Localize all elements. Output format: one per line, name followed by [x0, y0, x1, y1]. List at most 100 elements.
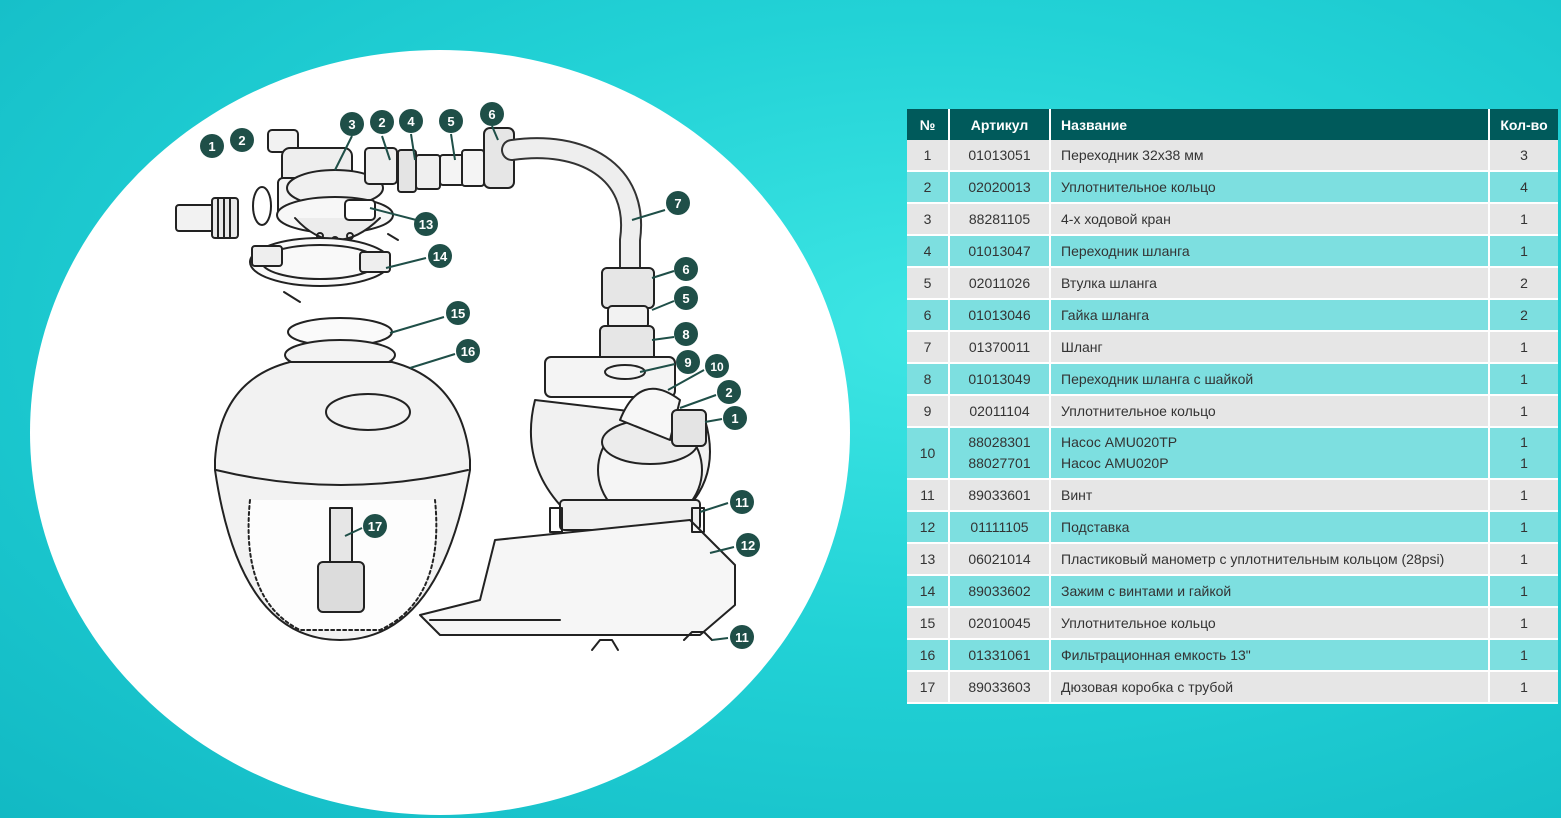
svg-text:14: 14: [433, 249, 448, 264]
cell-num: 11: [907, 479, 950, 512]
table-row: 17 89033603 Дюзовая коробка с трубой 1: [907, 671, 1558, 704]
callout-8: 8: [674, 322, 698, 346]
cell-article: 89033603: [949, 671, 1051, 704]
cell-article: 01331061: [949, 639, 1051, 672]
callout-10: 10: [705, 354, 729, 378]
svg-text:10: 10: [710, 360, 724, 374]
cell-name: Переходник шланга с шайкой: [1050, 363, 1490, 396]
cell-qty: 1: [1489, 511, 1558, 544]
svg-text:9: 9: [684, 355, 691, 370]
header-num: №: [907, 109, 950, 140]
svg-text:6: 6: [682, 262, 689, 277]
cell-qty-line: 1: [1520, 455, 1528, 471]
cell-name: Втулка шланга: [1050, 267, 1490, 300]
cell-name-line: Насос AMU020TP: [1061, 434, 1178, 450]
svg-text:12: 12: [741, 538, 755, 553]
callout-11-top: 11: [730, 490, 754, 514]
cell-article: 02010045: [949, 607, 1051, 640]
callout-13: 13: [414, 212, 438, 236]
cell-name: Подставка: [1050, 511, 1490, 544]
cell-name: Переходник шланга: [1050, 235, 1490, 268]
callout-5-bottom: 5: [674, 286, 698, 310]
cell-article: 02011104: [949, 395, 1051, 428]
hose: [483, 127, 655, 363]
cell-name: Уплотнительное кольцо: [1050, 607, 1490, 640]
cell-num: 3: [907, 203, 950, 236]
cell-article: 01013051: [949, 140, 1051, 172]
table-row: 15 02010045 Уплотнительное кольцо 1: [907, 607, 1558, 640]
callout-17: 17: [363, 514, 387, 538]
cell-name: Шланг: [1050, 331, 1490, 364]
cell-qty: 4: [1489, 171, 1558, 204]
callout-1-valve-left: 1: [200, 134, 224, 158]
cell-num: 15: [907, 607, 950, 640]
svg-text:5: 5: [682, 291, 689, 306]
callout-9: 9: [676, 350, 700, 374]
cell-name: 4-х ходовой кран: [1050, 203, 1490, 236]
header-name: Название: [1050, 109, 1490, 140]
cell-qty: 2: [1489, 299, 1558, 332]
callout-6-bottom: 6: [674, 257, 698, 281]
svg-text:16: 16: [461, 344, 475, 359]
cell-article: 88281105: [949, 203, 1051, 236]
header-article: Артикул: [949, 109, 1051, 140]
cell-article: 89033602: [949, 575, 1051, 608]
cell-num: 16: [907, 639, 950, 672]
cell-qty: 2: [1489, 267, 1558, 300]
callout-7: 7: [666, 191, 690, 215]
table-row: 10 88028301 88027701 Насос AMU020TP Насо…: [907, 427, 1558, 480]
parts-table: № Артикул Название Кол-во 1 01013051 Пер…: [907, 109, 1558, 704]
filter-tank: [214, 317, 471, 641]
cell-article: 88028301 88027701: [949, 427, 1051, 480]
table-row: 8 01013049 Переходник шланга с шайкой 1: [907, 363, 1558, 396]
multiport-valve: [175, 129, 485, 252]
cell-qty: 1: [1489, 607, 1558, 640]
svg-text:11: 11: [735, 630, 749, 645]
table-row: 2 02020013 Уплотнительное кольцо 4: [907, 171, 1558, 204]
cell-num: 13: [907, 543, 950, 576]
table-row: 6 01013046 Гайка шланга 2: [907, 299, 1558, 332]
cell-name-line: Насос AMU020P: [1061, 455, 1169, 471]
svg-text:4: 4: [407, 114, 415, 129]
cell-name: Гайка шланга: [1050, 299, 1490, 332]
cell-name: Винт: [1050, 479, 1490, 512]
cell-qty: 1: [1489, 395, 1558, 428]
svg-text:2: 2: [238, 133, 245, 148]
callout-16: 16: [456, 339, 480, 363]
cell-name: Дюзовая коробка с трубой: [1050, 671, 1490, 704]
callout-14: 14: [428, 244, 452, 268]
svg-text:11: 11: [735, 495, 749, 510]
exploded-parts-diagram: 1 2 3 2 4 5 6 7 13 14 6 5 8 9 10 2 1 15 …: [175, 102, 760, 651]
table-row: 3 88281105 4-х ходовой кран 1: [907, 203, 1558, 236]
svg-text:6: 6: [488, 107, 495, 122]
cell-qty: 1: [1489, 575, 1558, 608]
cell-article: 01111105: [949, 511, 1051, 544]
cell-num: 17: [907, 671, 950, 704]
cell-name: Насос AMU020TP Насос AMU020P: [1050, 427, 1490, 480]
callout-15: 15: [446, 301, 470, 325]
cell-name: Пластиковый манометр с уплотнительным ко…: [1050, 543, 1490, 576]
cell-qty: 1: [1489, 363, 1558, 396]
cell-name: Уплотнительное кольцо: [1050, 171, 1490, 204]
table-row: 7 01370011 Шланг 1: [907, 331, 1558, 364]
cell-qty: 1: [1489, 543, 1558, 576]
pump-stand: [419, 507, 736, 651]
cell-num: 14: [907, 575, 950, 608]
callout-2-valve-right: 2: [370, 110, 394, 134]
table-row: 12 01111105 Подставка 1: [907, 511, 1558, 544]
cell-num: 6: [907, 299, 950, 332]
cell-article: 01013046: [949, 299, 1051, 332]
table-row: 5 02011026 Втулка шланга 2: [907, 267, 1558, 300]
table-row: 14 89033602 Зажим с винтами и гайкой 1: [907, 575, 1558, 608]
cell-qty: 1 1: [1489, 427, 1558, 480]
cell-article: 89033601: [949, 479, 1051, 512]
cell-num: 12: [907, 511, 950, 544]
svg-text:2: 2: [725, 385, 732, 400]
table-row: 13 06021014 Пластиковый манометр с уплот…: [907, 543, 1558, 576]
svg-text:13: 13: [419, 217, 433, 232]
callout-markers: 1 2 3 2 4 5 6 7 13 14 6 5 8 9 10 2 1 15 …: [200, 102, 760, 649]
cell-num: 9: [907, 395, 950, 428]
callout-11-bottom: 11: [730, 625, 754, 649]
cell-article: 01013049: [949, 363, 1051, 396]
svg-text:15: 15: [451, 306, 465, 321]
